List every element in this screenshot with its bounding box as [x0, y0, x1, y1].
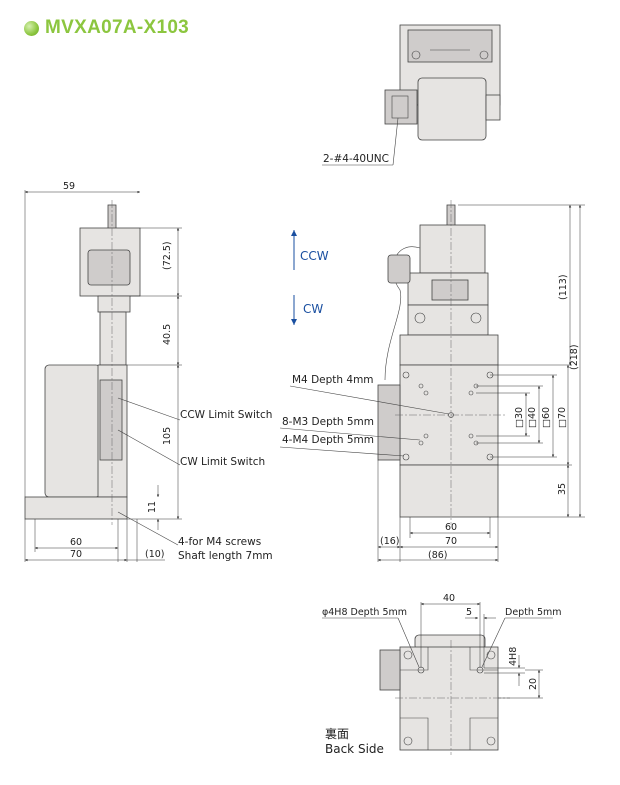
cw-label: CW — [303, 302, 323, 316]
cw-limit-switch-label: CW Limit Switch — [180, 456, 265, 468]
m4-depth-4-label: M4 Depth 4mm — [292, 374, 374, 386]
sq60-label: □60 — [541, 407, 552, 428]
ccw-label: CCW — [300, 249, 329, 263]
product-model: MVXA07A-X103 — [45, 17, 190, 38]
dim-20: 20 — [528, 678, 539, 690]
sq40-label: □40 — [527, 407, 538, 428]
slot-width-label: 4H8 — [508, 647, 519, 666]
back-side-label-en: Back Side — [325, 742, 384, 756]
pin-hole-label: φ4H8 Depth 5mm — [322, 607, 407, 618]
dim-70-front: 70 — [445, 536, 457, 547]
rotation-direction: CCW CW — [291, 230, 329, 325]
product-title: MVXA07A-X103 — [24, 17, 189, 39]
dim-35: 35 — [557, 483, 568, 495]
dim-60: 60 — [70, 537, 82, 548]
screws-label: 4-for M4 screws — [178, 536, 261, 548]
dim-86: (86) — [428, 550, 448, 561]
dim-72-5: (72.5) — [162, 241, 173, 270]
dim-5: 5 — [466, 607, 472, 618]
dim-113: (113) — [558, 274, 569, 300]
top-view: 2-#4-40UNC — [322, 24, 501, 166]
m3-depth-5-label: 8-M3 Depth 5mm — [282, 416, 374, 428]
dim-105: 105 — [162, 427, 173, 445]
dim-11: 11 — [147, 501, 158, 513]
sq30-label: □30 — [514, 407, 525, 428]
m4-depth-5-label: 4-M4 Depth 5mm — [282, 434, 374, 446]
dim-59: 59 — [63, 181, 75, 192]
side-view: 59 (72.5) 40.5 105 11 CCW Limit Switch C… — [24, 181, 273, 562]
back-view: 40 5 φ4H8 Depth 5mm Depth 5mm 4H8 20 裏面 … — [322, 593, 562, 756]
dim-70: 70 — [70, 549, 82, 560]
slot-depth-label: Depth 5mm — [505, 607, 562, 618]
dim-10: (10) — [145, 549, 165, 560]
back-side-label-jp: 裏面 — [325, 726, 349, 741]
dim-40-5: 40.5 — [162, 324, 173, 345]
bullet-icon — [24, 20, 39, 36]
dim-218: (218) — [569, 344, 580, 370]
shaft-length-label: Shaft length 7mm — [178, 550, 273, 562]
sq70-label: □70 — [557, 407, 568, 428]
ccw-limit-switch-label: CCW Limit Switch — [180, 409, 272, 421]
dim-60-front: 60 — [445, 522, 457, 533]
dim-40-back: 40 — [443, 593, 455, 604]
dim-16: (16) — [380, 536, 400, 547]
connector-label: 2-#4-40UNC — [323, 153, 389, 165]
front-view: M4 Depth 4mm 8-M3 Depth 5mm 4-M4 Depth 5… — [279, 200, 585, 562]
